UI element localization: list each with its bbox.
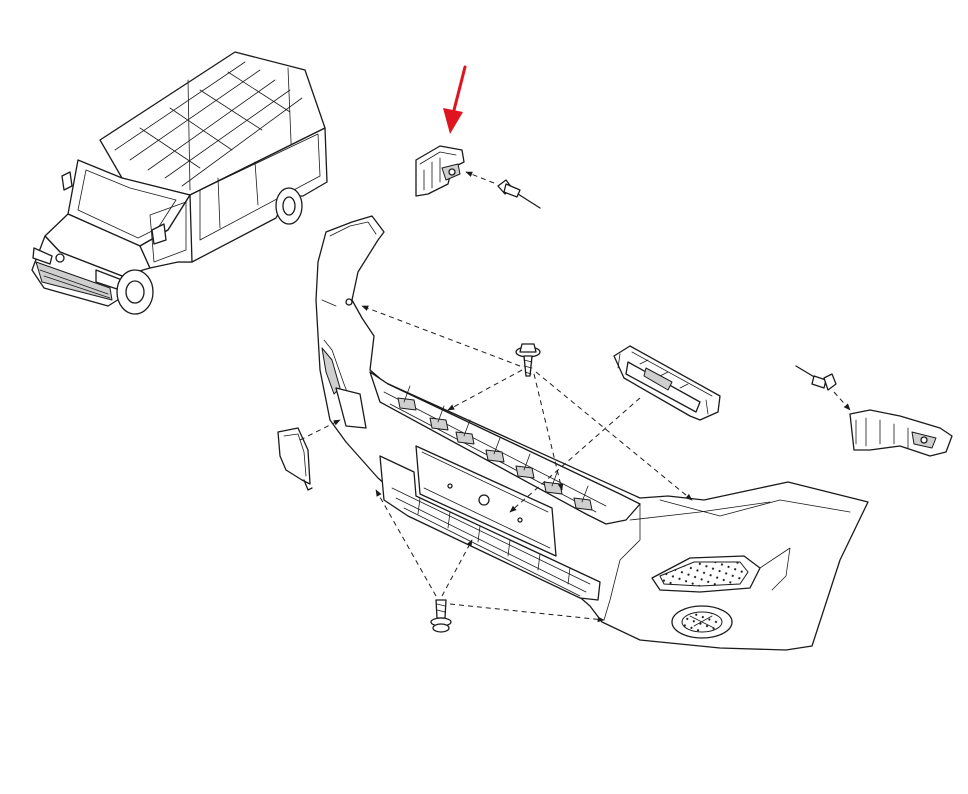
tow-hook-cover-icon xyxy=(277,427,313,491)
highlight-arrow-icon xyxy=(443,65,467,134)
leader-lines xyxy=(299,305,693,623)
screw-top-icon xyxy=(515,343,541,377)
bracket-right-icon xyxy=(849,409,953,457)
bumper-icon xyxy=(315,215,869,651)
rivet-right-icon xyxy=(795,365,837,391)
rivet-top-icon xyxy=(497,179,541,209)
screw-bottom-icon xyxy=(430,599,452,633)
bracket-left-icon xyxy=(415,145,465,197)
license-plate-bracket-icon xyxy=(613,345,721,421)
van-icon xyxy=(31,51,328,315)
